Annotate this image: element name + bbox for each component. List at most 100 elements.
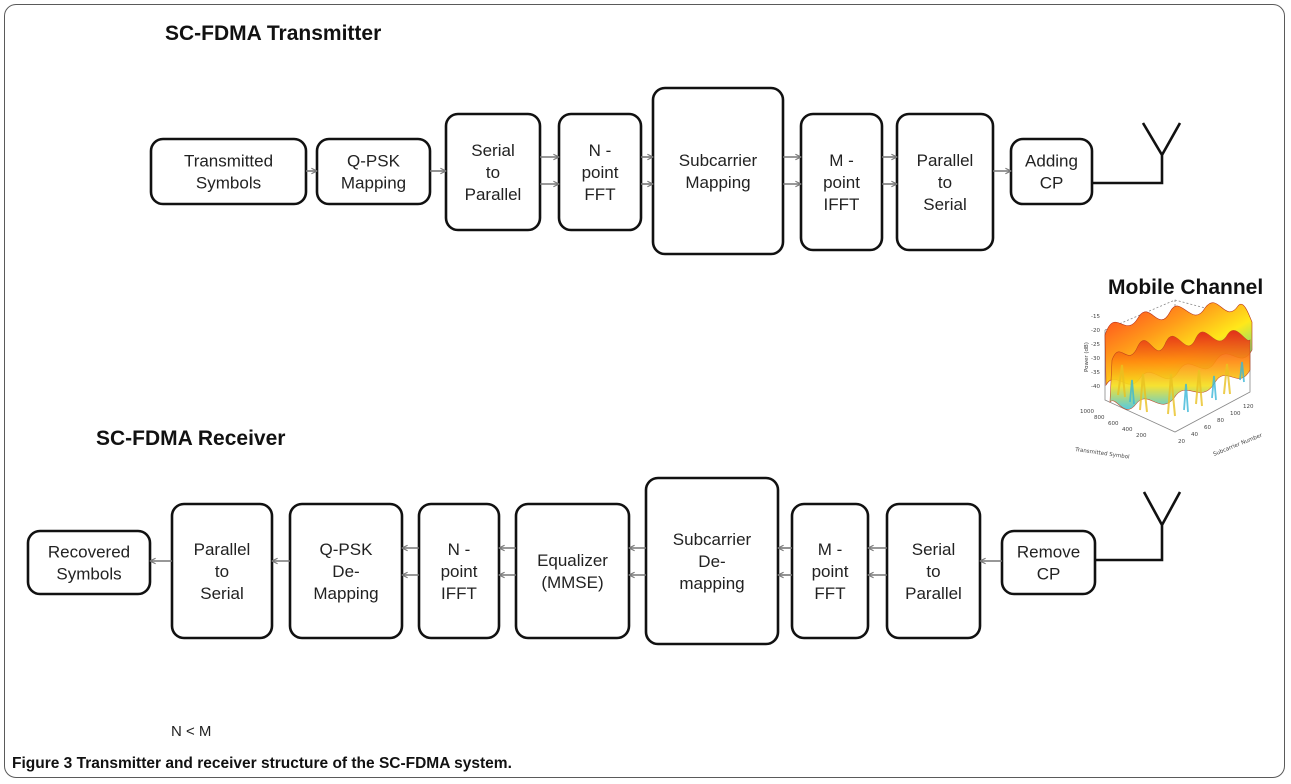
equalizer-mmse-block-label-line: (MMSE): [541, 573, 603, 592]
subcarrier-mapping-block-label-line: Subcarrier: [679, 151, 758, 170]
qpsk-mapping-block: Q-PSK Mapping: [315, 137, 432, 206]
m-point-ifft-block-label-line: point: [823, 173, 860, 192]
recovered-symbols-block-label-line: Recovered: [48, 543, 130, 562]
m-point-ifft-block-label-line: M -: [829, 151, 854, 170]
receive-antenna-icon: [1095, 491, 1182, 562]
plot-y-tick: 200: [1136, 433, 1147, 439]
plot-z-tick: -30: [1091, 356, 1100, 362]
transmitter-chain: TransmittedSymbolsQ-PSKMappingSerialtoPa…: [149, 86, 1094, 256]
plot-z-tick: -20: [1091, 328, 1100, 334]
n-point-ifft-block-box: [417, 502, 501, 640]
recovered-symbols-block-box: [26, 529, 152, 596]
rx-parallel-to-serial-block-box: [170, 502, 274, 640]
plot-x-tick: 20: [1178, 439, 1185, 445]
adding-cp-block-label-line: CP: [1040, 174, 1064, 193]
n-point-fft-block-label-line: FFT: [584, 185, 615, 204]
transmitted-symbols-block-label-line: Transmitted: [184, 152, 273, 171]
n-point-ifft-block-label-line: IFFT: [441, 584, 477, 603]
equalizer-mmse-block-box: [514, 502, 631, 640]
qpsk-mapping-block-label-line: Mapping: [341, 174, 406, 193]
equalizer-mmse-block-label-line: Equalizer: [537, 551, 608, 570]
rx-parallel-to-serial-block-label-line: Parallel: [194, 540, 251, 559]
plot-z-tick: -35: [1091, 370, 1100, 376]
subcarrier-demapping-block-label-line: Subcarrier: [673, 530, 752, 549]
plot-y-label: Transmitted Symbol: [1074, 447, 1131, 461]
serial-to-parallel-block-label-line: Parallel: [465, 185, 522, 204]
remove-cp-block-label-line: CP: [1037, 565, 1061, 584]
qpsk-demapping-block-box: [288, 502, 404, 640]
qpsk-mapping-block-box: [315, 137, 432, 206]
signal-arrows: [150, 157, 1011, 575]
subcarrier-mapping-block-box: [651, 86, 785, 256]
plot-y-tick: 600: [1108, 421, 1119, 427]
n-less-than-m-note: N < M: [171, 723, 211, 740]
subcarrier-demapping-block-box: [644, 476, 780, 646]
rx-serial-to-parallel-block-label-line: to: [926, 562, 940, 581]
qpsk-demapping-block-label-line: Q-PSK: [320, 540, 374, 559]
plot-z-tick: -40: [1091, 384, 1100, 390]
remove-cp-block-label-line: Remove: [1017, 543, 1080, 562]
receiver-heading: SC-FDMA Receiver: [96, 427, 285, 450]
adding-cp-block-label-line: Adding: [1025, 152, 1078, 171]
rx-serial-to-parallel-block-label-line: Parallel: [905, 584, 962, 603]
qpsk-mapping-block-label-line: Q-PSK: [347, 152, 401, 171]
m-point-fft-block-box: [790, 502, 870, 640]
rx-serial-to-parallel-block-label-line: Serial: [912, 540, 955, 559]
plot-y-tick: 400: [1122, 427, 1133, 433]
remove-cp-block-box: [1000, 529, 1097, 596]
parallel-to-serial-block-label-line: to: [938, 173, 952, 192]
transmit-antenna-icon: [1092, 122, 1182, 185]
n-point-fft-block-label-line: N -: [589, 141, 612, 160]
plot-x-tick: 120: [1243, 404, 1254, 410]
m-point-fft-block-label-line: M -: [818, 540, 843, 559]
plot-y-tick: 800: [1094, 415, 1105, 421]
subcarrier-demapping-block-label-line: De-: [698, 552, 725, 571]
plot-z-tick: -15: [1091, 314, 1100, 320]
subcarrier-demapping-block-label-line: mapping: [679, 574, 744, 593]
caption-label: Figure 3: [12, 755, 73, 772]
rx-parallel-to-serial-block-label-line: to: [215, 562, 229, 581]
plot-y-tick: 1000: [1080, 409, 1094, 415]
m-point-fft-block-label-line: point: [812, 562, 849, 581]
plot-x-tick: 40: [1191, 432, 1198, 438]
parallel-to-serial-block-label-line: Serial: [923, 195, 966, 214]
subcarrier-mapping-block-label-line: Mapping: [685, 173, 750, 192]
figure-caption: Figure 3 Transmitter and receiver struct…: [12, 755, 512, 772]
caption-text: Transmitter and receiver structure of th…: [72, 755, 512, 772]
plot-x-tick: 80: [1217, 418, 1224, 424]
serial-to-parallel-block-label-line: to: [486, 163, 500, 182]
plot-z-tick: -25: [1091, 342, 1100, 348]
mobile-channel-heading: Mobile Channel: [1108, 276, 1263, 299]
m-point-fft-block-label-line: FFT: [814, 584, 845, 603]
n-point-fft-block-label-line: point: [582, 163, 619, 182]
n-point-ifft-block-label-line: point: [441, 562, 478, 581]
parallel-to-serial-block-label-line: Parallel: [917, 151, 974, 170]
plot-x-label: Subcarrier Number: [1213, 432, 1264, 457]
plot-x-tick: 60: [1204, 425, 1211, 431]
transmitted-symbols-block-box: [149, 137, 308, 206]
qpsk-demapping-block-label-line: De-: [332, 562, 359, 581]
recovered-symbols-block-label-line: Symbols: [56, 565, 121, 584]
transmitted-symbols-block-label-line: Symbols: [196, 174, 261, 193]
n-point-fft-block-box: [557, 112, 643, 232]
equalizer-mmse-block: Equalizer (MMSE): [514, 502, 631, 640]
serial-to-parallel-block-label-line: Serial: [471, 141, 514, 160]
receiver-chain: RecoveredSymbolsParalleltoSerialQ-PSKDe-…: [26, 476, 1097, 646]
rx-serial-to-parallel-block-box: [885, 502, 982, 640]
plot-x-tick: 100: [1230, 411, 1241, 417]
